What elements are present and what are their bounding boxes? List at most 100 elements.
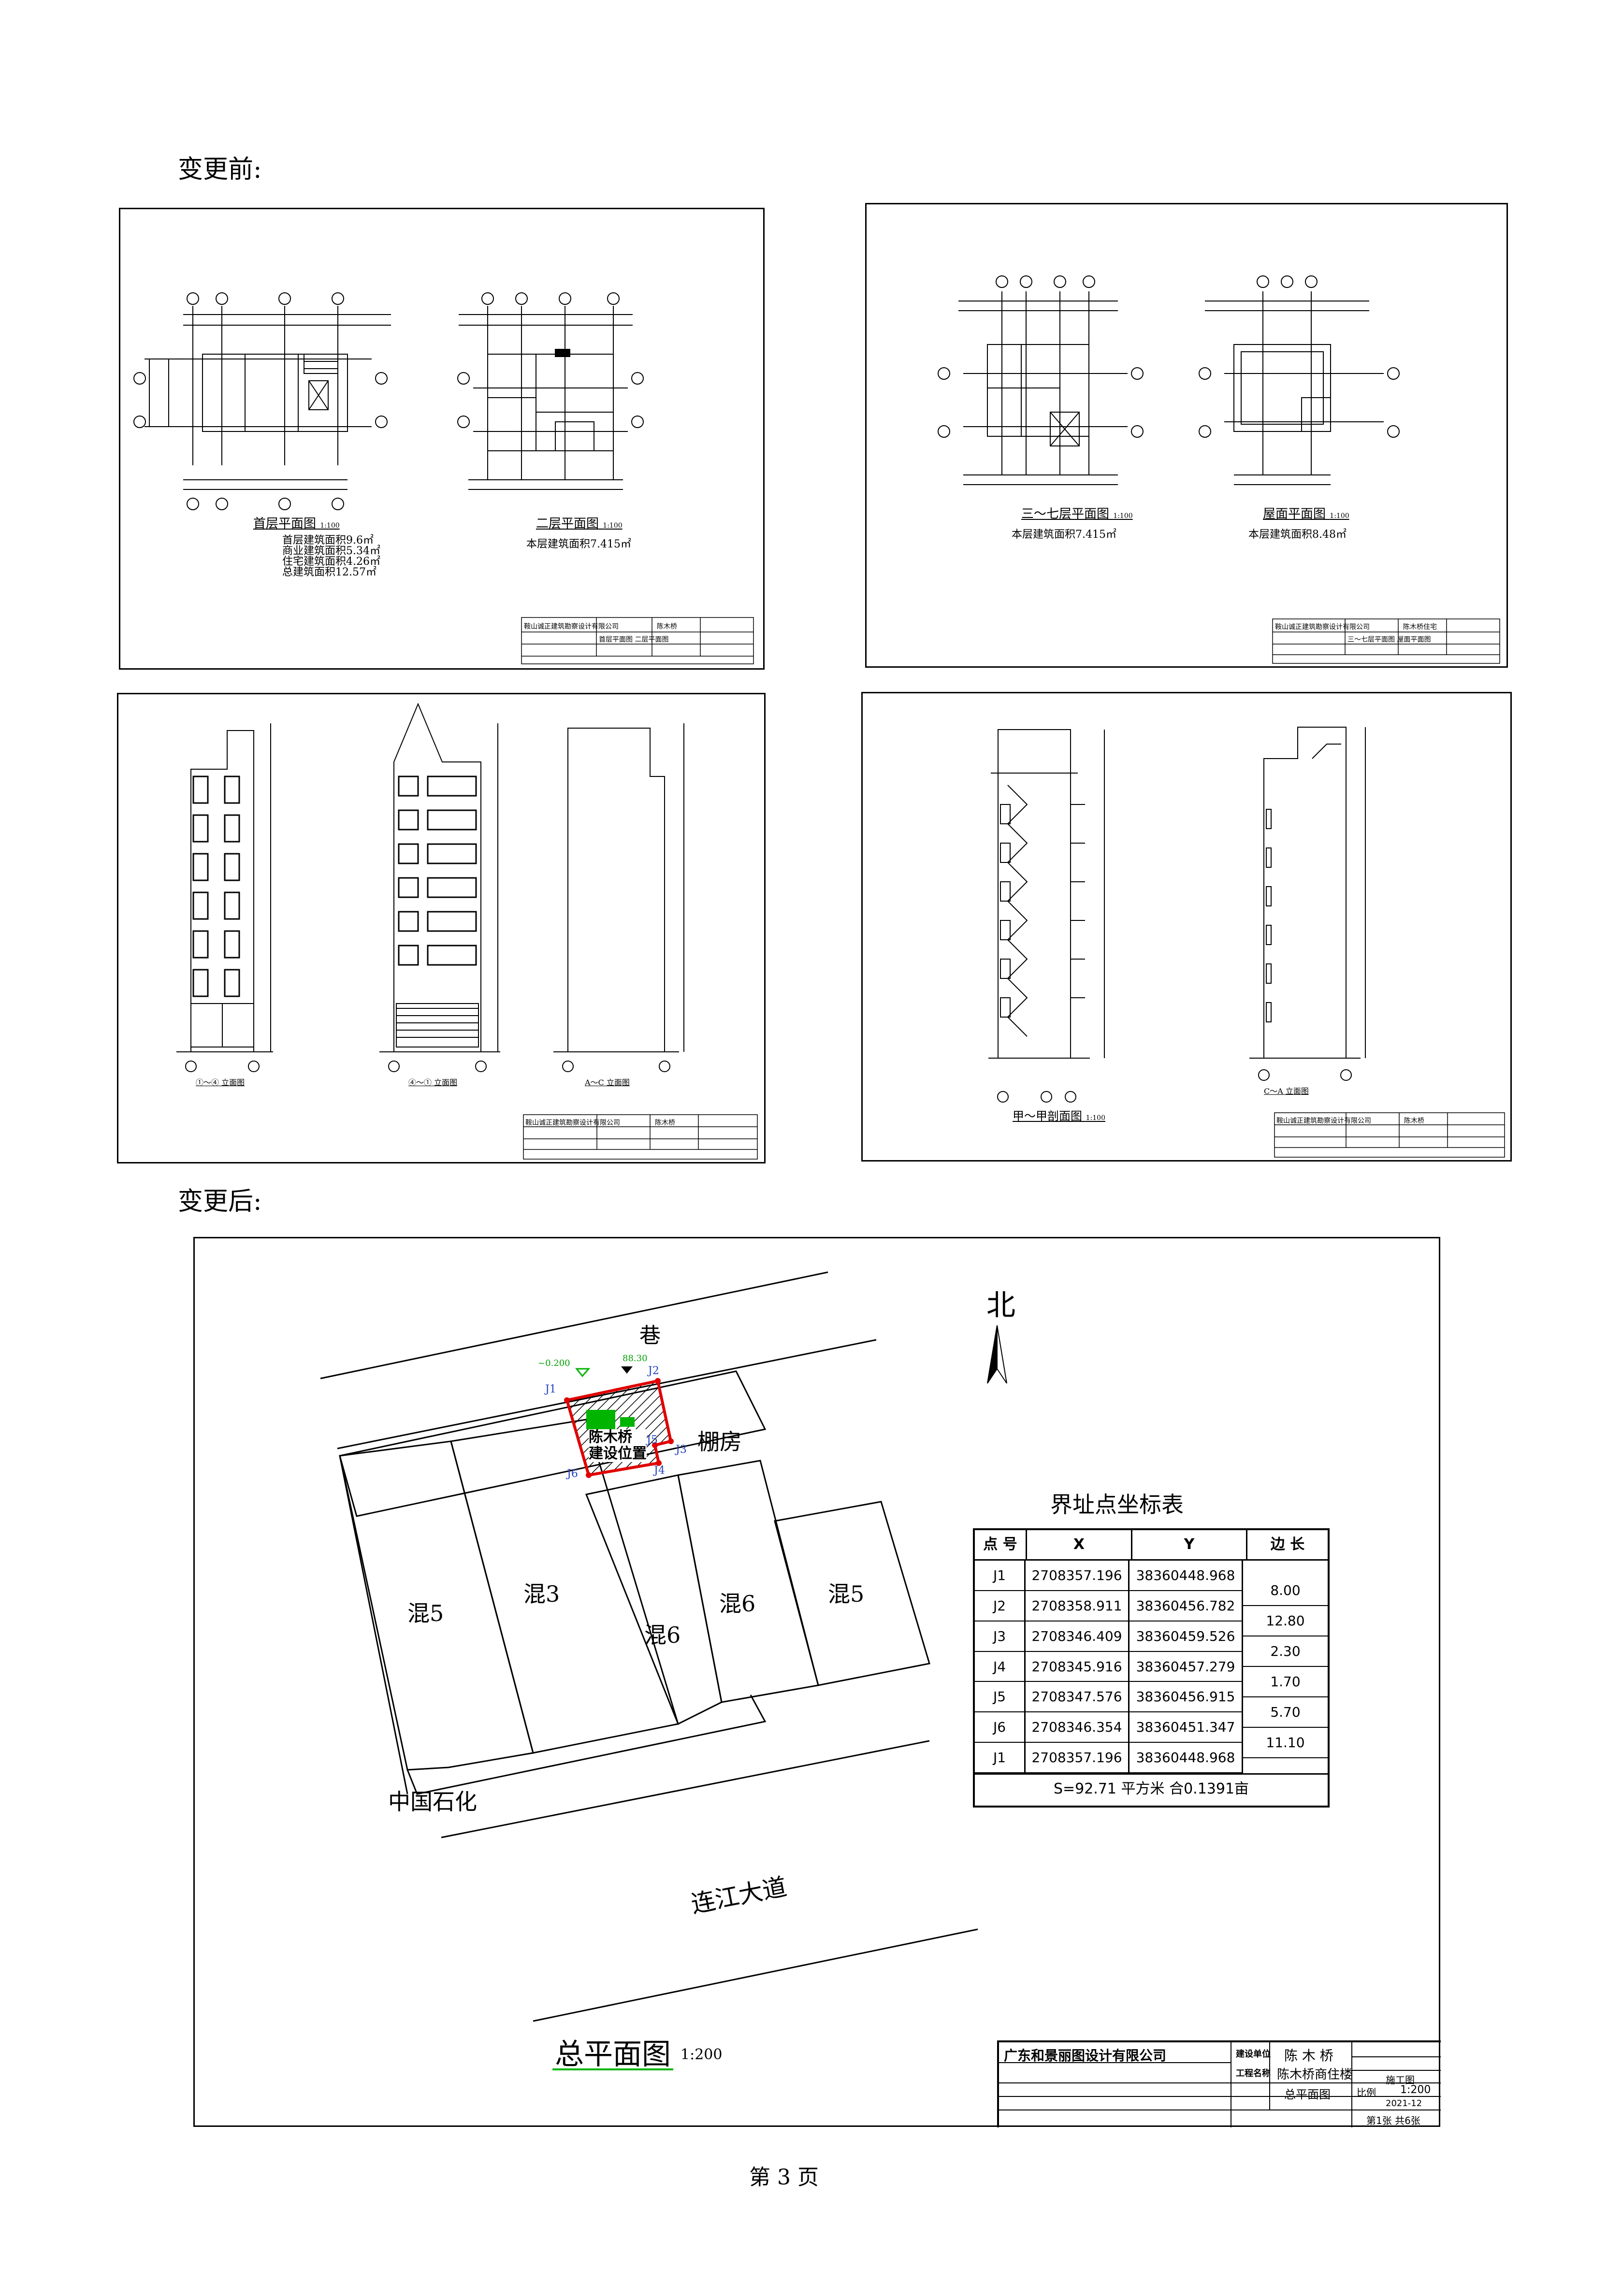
level-label-2: 88.30 [623, 1353, 648, 1363]
alley-label: 巷 [639, 1323, 661, 1348]
coord-cell-x: 2708357.196 [1026, 1561, 1130, 1590]
coord-cell-y: 38360457.279 [1130, 1651, 1243, 1681]
coord-cell-y: 38360456.782 [1130, 1591, 1243, 1621]
elevation-3 [553, 723, 684, 1072]
tb-sheet: 第1张 共6张 [1366, 2115, 1420, 2126]
coord-cell-x: 2708357.196 [1026, 1743, 1130, 1772]
coord-cell-y: 38360448.968 [1130, 1561, 1243, 1590]
caption-roof-plan: 屋面平面图 1:100 [1263, 507, 1349, 521]
coord-cell-pt: J5 [975, 1682, 1026, 1712]
heading-after: 变更后: [178, 1187, 262, 1216]
site-title-block: 广东和景丽图设计有限公司 建设单位 陈 木 桥 工程名称 陈木桥商住楼 总平面图… [997, 2040, 1441, 2127]
block-label-5: 混5 [828, 1581, 865, 1607]
tb-project-label: 工程名称 [1236, 2068, 1271, 2079]
title-block-sheet1 [521, 617, 754, 664]
tb-project: 陈木桥商住楼 [1277, 2067, 1353, 2082]
coord-cell-y: 38360456.915 [1130, 1682, 1243, 1712]
coord-cell-y: 38360448.968 [1130, 1743, 1243, 1772]
tb-scale-label: 比例 [1357, 2087, 1376, 2098]
coord-cell-pt: J2 [975, 1591, 1026, 1621]
coord-cell-pt: J4 [975, 1651, 1026, 1681]
caption-second-plan: 二层平面图 1:100 [536, 517, 623, 531]
coord-edge-length: 2.30 [1243, 1636, 1328, 1667]
sheet-standard-roof-plans: 三～七层平面图 1:100 本层建筑面积7.415㎡ 屋面平面图 1:100 本… [865, 203, 1508, 668]
caption-elevation-3: A～C 立面图 [585, 1078, 630, 1087]
tb-drawing: 总平面图 [1284, 2088, 1331, 2101]
tb3-project: 陈木桥 [655, 1119, 675, 1127]
tb-client: 陈 木 桥 [1284, 2048, 1333, 2064]
lower-boundary [406, 1694, 767, 1795]
coord-cell-x: 2708346.409 [1026, 1621, 1130, 1651]
ground-floor-plan [133, 292, 391, 510]
coord-cell-y: 38360459.526 [1130, 1621, 1243, 1651]
tb2-drawing: 三～七层平面图 屋面平面图 [1347, 636, 1431, 644]
elevation-1 [176, 723, 273, 1072]
coord-edge-length: 8.00 [1243, 1576, 1328, 1607]
coord-cell-x: 2708358.911 [1026, 1591, 1130, 1621]
title-block-sheet4 [1274, 1112, 1505, 1158]
site-plan-scale: 1:200 [681, 2046, 723, 2063]
coord-table-header: 点 号 X Y 边 长 [975, 1530, 1328, 1561]
point-j2: J2 [648, 1365, 659, 1377]
coord-cell-pt: J6 [975, 1712, 1026, 1742]
tb-client-label: 建设单位 [1236, 2049, 1271, 2059]
coord-table-title: 界址点坐标表 [1050, 1492, 1184, 1518]
tb2-company: 鞍山诚正建筑勘察设计有限公司 [1275, 623, 1370, 631]
coord-cell-x: 2708347.576 [1026, 1682, 1130, 1712]
coord-cell-pt: J3 [975, 1621, 1026, 1651]
coord-table-area: S=92.71 平方米 合0.1391亩 [975, 1773, 1328, 1804]
coord-cell-y: 38360451.347 [1130, 1712, 1243, 1742]
alley-line-top [320, 1271, 828, 1379]
roof-plan [1199, 275, 1400, 485]
north-arrow-icon [987, 1325, 1007, 1384]
block-label-4: 混6 [719, 1591, 756, 1617]
second-area: 本层建筑面积7.415㎡ [526, 538, 631, 550]
block-5-right [774, 1501, 930, 1686]
sheet-section-elevation: 甲～甲剖面图 1:100 C～A 立面图 鞍山诚正建筑勘察设计有限公司 陈木桥 [861, 692, 1512, 1162]
caption-ground-plan: 首层平面图 1:100 [253, 517, 340, 531]
block-label-2: 混3 [523, 1581, 560, 1607]
tb4-project: 陈木桥 [1404, 1117, 1424, 1125]
tb-scale: 1:200 [1400, 2084, 1431, 2096]
coord-cell-x: 2708345.916 [1026, 1651, 1130, 1681]
north-label: 北 [986, 1289, 1015, 1322]
elevation-4 [1249, 727, 1366, 1081]
coord-cell-pt: J1 [975, 1743, 1026, 1772]
tb1-drawing: 首层平面图 二层平面图 [599, 636, 669, 644]
tb3-company: 鞍山诚正建筑勘察设计有限公司 [525, 1119, 620, 1127]
point-j5: J5 [647, 1434, 658, 1446]
caption-elevation-2: ④～① 立面图 [408, 1078, 458, 1087]
point-j1: J1 [545, 1383, 556, 1395]
block-label-3: 混6 [644, 1622, 681, 1648]
road-line-top [441, 1740, 930, 1838]
point-j3: J3 [676, 1444, 687, 1456]
page-number: 第 3 页 [749, 2165, 819, 2190]
block-6-b [677, 1460, 819, 1703]
tb2-project: 陈木桥住宅 [1403, 623, 1437, 631]
tb1-company: 鞍山诚正建筑勘察设计有限公司 [524, 623, 619, 631]
shed-label: 棚房 [697, 1429, 742, 1455]
heading-before: 变更前: [178, 155, 262, 184]
coord-cell-x: 2708346.354 [1026, 1712, 1130, 1742]
tb4-company: 鞍山诚正建筑勘察设计有限公司 [1276, 1117, 1371, 1125]
standard-area: 本层建筑面积7.415㎡ [1012, 529, 1116, 541]
tb-date: 2021-12 [1386, 2098, 1422, 2109]
building-site [564, 1378, 674, 1478]
coord-edge-length: 5.70 [1243, 1697, 1328, 1728]
site-plan-title: 总平面图 [555, 2038, 671, 2071]
caption-section: 甲～甲剖面图 1:100 [1013, 1109, 1105, 1123]
standard-floor-plan [938, 275, 1144, 485]
coord-cell-pt: J1 [975, 1561, 1026, 1590]
roof-area: 本层建筑面积8.48㎡ [1248, 529, 1347, 541]
